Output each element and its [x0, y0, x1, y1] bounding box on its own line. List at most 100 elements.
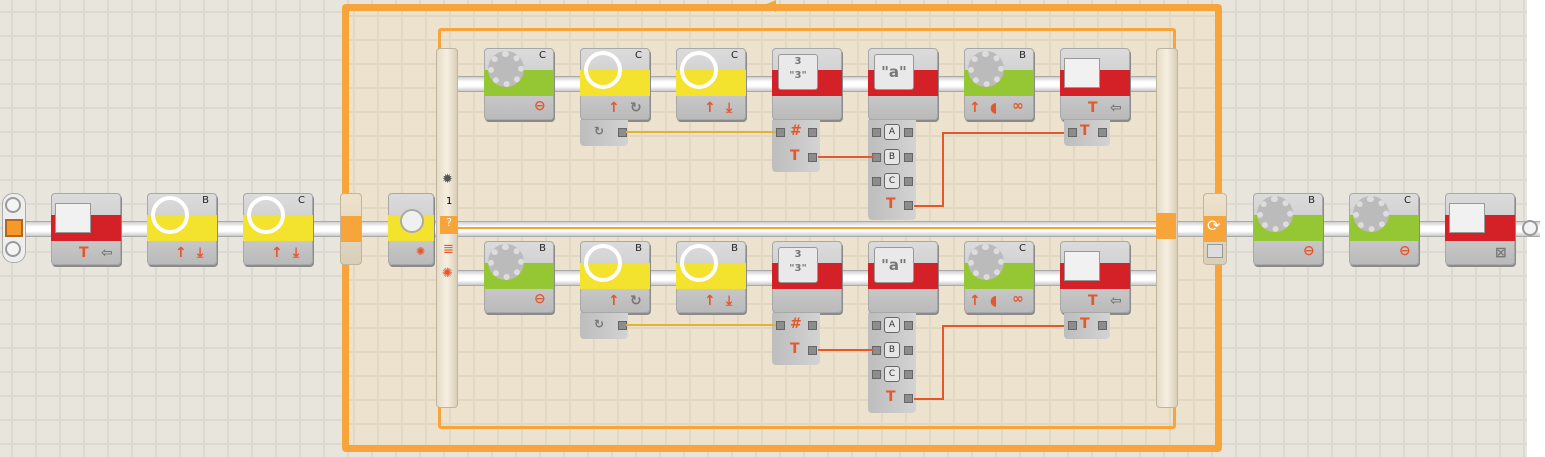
text-icon-a: "a" [874, 247, 914, 283]
reset-icon: ⤓ [293, 245, 300, 261]
data-wire-text-out [942, 132, 1070, 134]
text-icon: T [1088, 293, 1098, 309]
text-icon: T [790, 148, 800, 164]
number-to-text-bottom[interactable]: 3 "3" [772, 241, 842, 313]
data-wire-number [626, 324, 776, 326]
rotation-sensor-icon [680, 51, 718, 89]
input-plug[interactable] [776, 128, 785, 137]
output-plug[interactable] [808, 346, 817, 355]
input-plug[interactable] [872, 321, 881, 330]
motor-block-top-c[interactable]: C ⊖ [484, 48, 554, 120]
loop-end-bar[interactable] [1156, 213, 1176, 239]
rotation-sensor-block-c[interactable]: C ↑ ⤓ [243, 193, 313, 265]
input-plug[interactable] [1068, 128, 1077, 137]
data-wire-number [626, 131, 776, 133]
input-plug[interactable] [776, 321, 785, 330]
gear-icon [968, 51, 1004, 87]
slot-b: B [884, 149, 900, 165]
text-block-bottom[interactable]: "a" [868, 241, 938, 313]
gear-icon [1353, 196, 1389, 232]
loop-arrow-icon [762, 0, 776, 12]
data-hub: ↻ [580, 313, 628, 339]
input-plug[interactable] [872, 177, 881, 186]
port-label: C [635, 50, 642, 61]
data-wire-text [818, 156, 874, 158]
port-label: B [202, 195, 209, 206]
folder-file-icon [1449, 203, 1485, 233]
text-icon: T [886, 389, 896, 405]
file-access-top[interactable]: T ⇦ [1060, 48, 1130, 120]
rotation-sensor-top-c1[interactable]: C ↑ ↻ [580, 48, 650, 120]
motor-block-bottom-c[interactable]: C ↑ ◖ ∞ [964, 241, 1034, 313]
output-plug[interactable] [904, 321, 913, 330]
output-plug[interactable] [808, 153, 817, 162]
start-peg-bottom [5, 241, 21, 257]
motor-block-stop-c[interactable]: C ⊖ [1349, 193, 1419, 265]
rotation-icon: ↻ [594, 124, 605, 138]
folder-file-icon [1064, 58, 1100, 88]
file-write-icon: ⇦ [101, 245, 113, 261]
file-close-block[interactable]: ⊠ [1445, 193, 1515, 265]
rotation-sensor-icon [680, 244, 718, 282]
output-plug[interactable] [1098, 321, 1107, 330]
output-plug[interactable] [808, 321, 817, 330]
rotation-sensor-icon [151, 196, 189, 234]
data-wire-text-out [942, 132, 944, 207]
motor-block-stop-b[interactable]: B ⊖ [1253, 193, 1323, 265]
output-plug[interactable] [1098, 128, 1107, 137]
up-arrow-icon: ↑ [969, 293, 981, 309]
motor-block-top-b[interactable]: B ↑ ◖ ∞ [964, 48, 1034, 120]
rotation-icon: ↻ [594, 317, 605, 331]
reset-icon: ⤓ [726, 100, 733, 116]
switch-panel[interactable]: ✹ 1 ? ≣ ✺ [440, 172, 458, 287]
infinity-icon: ∞ [1012, 291, 1024, 307]
rotation-sensor-top-c2[interactable]: C ↑ ⤓ [676, 48, 746, 120]
output-plug[interactable] [904, 370, 913, 379]
output-plug[interactable] [904, 394, 913, 403]
reset-icon: ⤓ [726, 293, 733, 309]
start-block[interactable] [2, 193, 26, 263]
number-to-text-top[interactable]: 3 "3" [772, 48, 842, 120]
output-plug[interactable] [904, 153, 913, 162]
data-hub: A B C T [868, 313, 916, 413]
data-hub: A B C T [868, 120, 916, 220]
up-arrow-icon: ↑ [175, 245, 187, 261]
input-plug[interactable] [872, 370, 881, 379]
number-icon: # [790, 316, 802, 332]
input-plug[interactable] [872, 128, 881, 137]
up-arrow-icon: ↑ [271, 245, 283, 261]
loop-end-block[interactable]: ⟳ [1203, 193, 1227, 265]
file-write-icon: ⇦ [1110, 100, 1122, 116]
loop-start-bar[interactable] [340, 193, 362, 265]
rotation-sensor-bottom-b2[interactable]: B ↑ ⤓ [676, 241, 746, 313]
slot-a: A [884, 317, 900, 333]
start-peg-top [5, 197, 21, 213]
output-plug[interactable] [808, 128, 817, 137]
gear-icon [488, 244, 524, 280]
slot-b: B [884, 342, 900, 358]
output-plug[interactable] [904, 201, 913, 210]
file-write-icon: ⇦ [1110, 293, 1122, 309]
file-close-icon: ⊠ [1495, 245, 1507, 261]
data-wire-text-out [942, 325, 1070, 327]
motor-block-bottom-b[interactable]: B ⊖ [484, 241, 554, 313]
sequence-end-peg [1522, 220, 1538, 236]
slot-c: C [884, 366, 900, 382]
text-icon: T [79, 245, 89, 261]
output-plug[interactable] [904, 177, 913, 186]
text-icon: T [1080, 316, 1090, 332]
input-plug[interactable] [1068, 321, 1077, 330]
text-block-top[interactable]: "a" [868, 48, 938, 120]
data-wire-text [818, 349, 874, 351]
file-access-bottom[interactable]: T ⇦ [1060, 241, 1130, 313]
output-plug[interactable] [904, 128, 913, 137]
rotation-sensor-block-b[interactable]: B ↑ ⤓ [147, 193, 217, 265]
light-sensor-block[interactable]: ✺ [388, 193, 434, 265]
file-access-block[interactable]: T ⇦ [51, 193, 121, 265]
rotation-sensor-bottom-b1[interactable]: B ↑ ↻ [580, 241, 650, 313]
text-icon: T [886, 196, 896, 212]
gear-icon [488, 51, 524, 87]
output-plug[interactable] [904, 346, 913, 355]
data-hub: # T [772, 313, 820, 365]
up-arrow-icon: ↑ [704, 293, 716, 309]
